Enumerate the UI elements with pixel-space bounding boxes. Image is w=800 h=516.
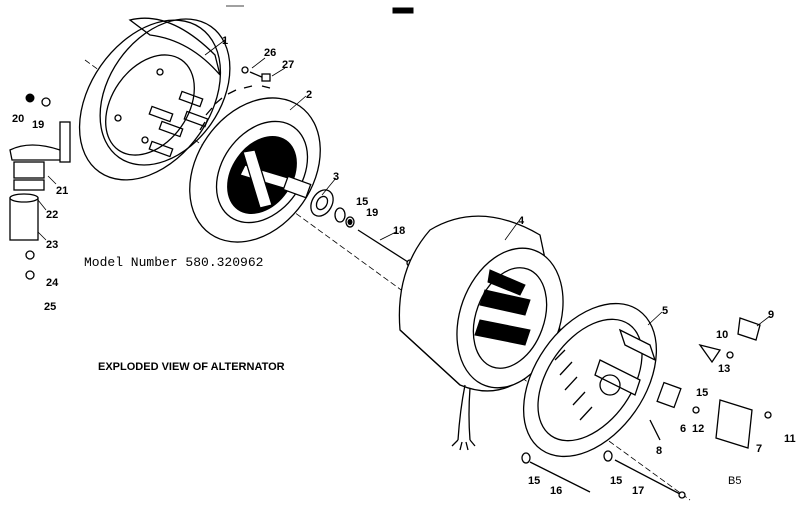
label-13: 13	[718, 363, 730, 375]
label-15-d: 15	[610, 475, 622, 487]
fasteners-26-27	[241, 66, 271, 82]
label-21: 21	[56, 185, 68, 197]
label-19-a: 19	[366, 207, 378, 219]
model-number: Model Number 580.320962	[84, 255, 263, 270]
label-18: 18	[393, 225, 405, 237]
terminal-9	[737, 317, 761, 341]
bolts-16-17	[521, 450, 686, 499]
screw-11	[764, 411, 772, 419]
label-10: 10	[716, 329, 728, 341]
label-8: 8	[656, 445, 662, 457]
label-4: 4	[518, 215, 525, 227]
washers-15-19	[334, 207, 355, 228]
label-16: 16	[550, 485, 562, 497]
end-bell-housing	[78, 17, 231, 181]
stator	[398, 215, 564, 451]
label-15-c: 15	[528, 475, 540, 487]
mount-assembly	[9, 93, 71, 280]
label-17: 17	[632, 485, 644, 497]
label-7: 7	[756, 443, 762, 455]
label-22: 22	[46, 209, 58, 221]
label-9: 9	[768, 309, 774, 321]
top-mark	[392, 7, 414, 14]
label-3: 3	[333, 171, 339, 183]
leader-lines	[37, 39, 771, 327]
label-1: 1	[222, 35, 228, 47]
label-20: 20	[12, 113, 24, 125]
rear-end-bell	[522, 302, 658, 458]
diagram-caption: EXPLODED VIEW OF ALTERNATOR	[98, 361, 285, 373]
label-11: 11	[784, 433, 796, 445]
label-25: 25	[44, 301, 56, 313]
page-code: B5	[728, 475, 741, 487]
label-15-b: 15	[696, 387, 708, 399]
rotor-fan-assembly	[189, 85, 321, 243]
label-6: 6	[680, 423, 686, 435]
screw-8	[649, 419, 661, 441]
bracket-10	[698, 343, 722, 364]
label-12: 12	[692, 423, 704, 435]
label-19-b: 19	[32, 119, 44, 131]
label-23: 23	[46, 239, 58, 251]
screw-12	[692, 406, 700, 414]
screw-13	[726, 351, 734, 359]
label-5: 5	[662, 305, 668, 317]
capacitor-7	[715, 399, 753, 449]
label-24: 24	[46, 277, 59, 289]
label-15-a: 15	[356, 196, 368, 208]
label-27: 27	[282, 59, 294, 71]
label-26: 26	[264, 47, 276, 59]
bearing	[310, 189, 334, 217]
regulator-block-6	[656, 381, 682, 409]
label-2: 2	[306, 89, 312, 101]
